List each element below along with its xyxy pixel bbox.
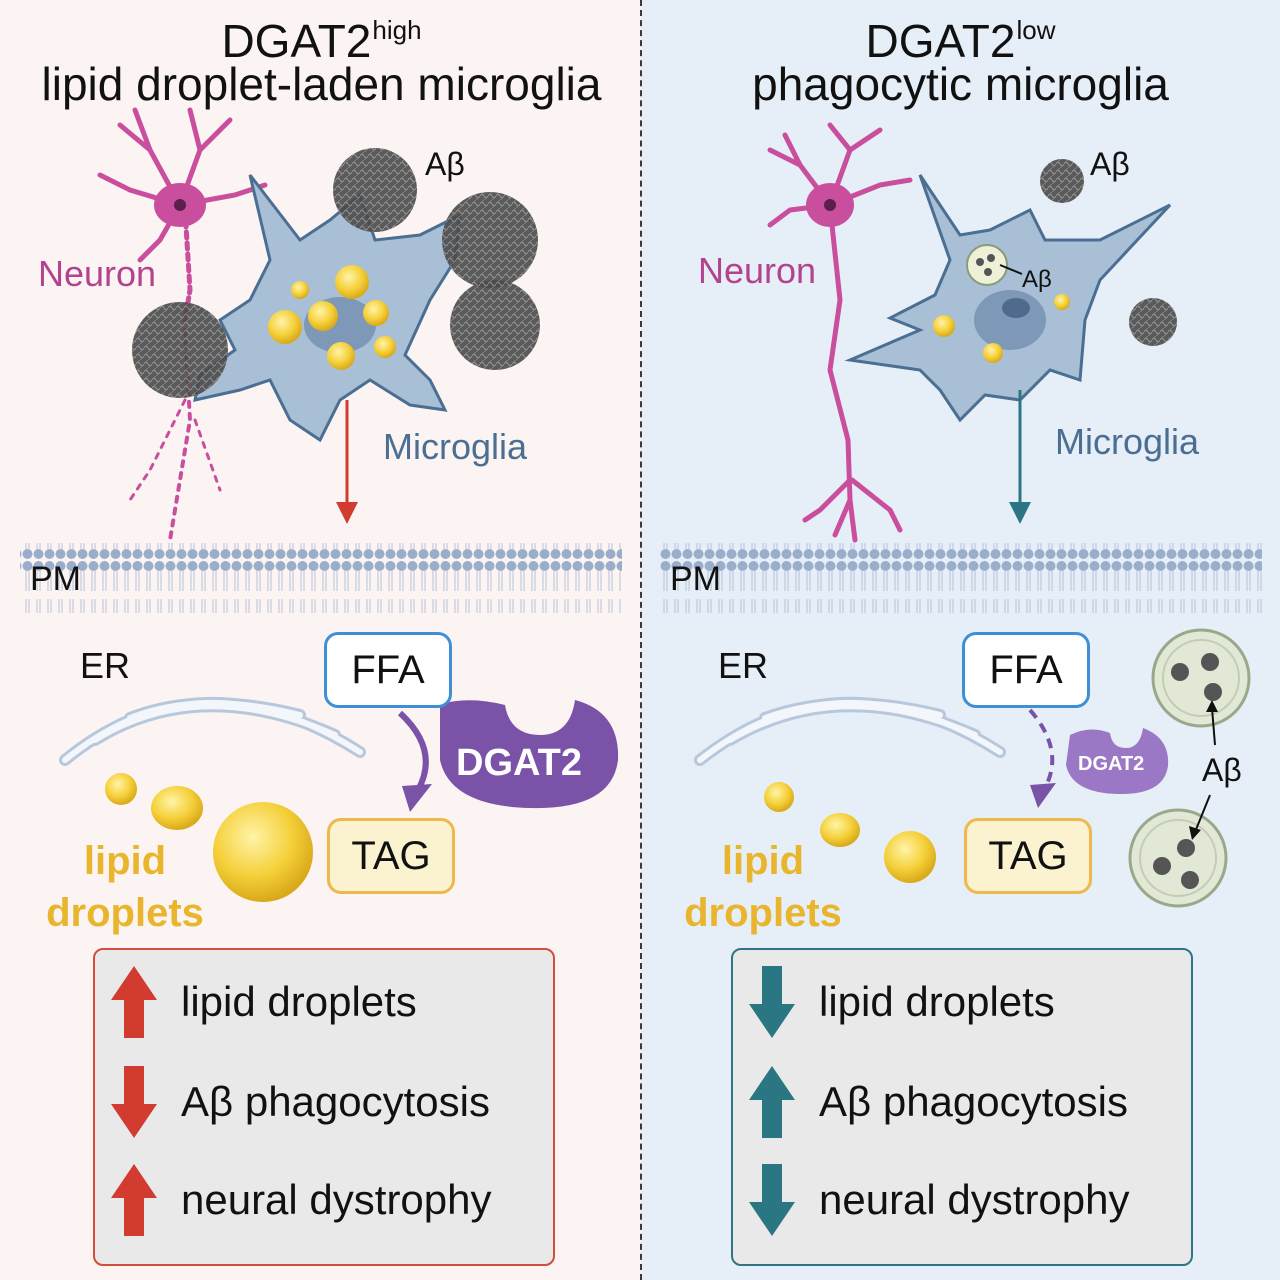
up-arrow-icon: [749, 1066, 795, 1138]
lipid-label-right: lipid droplets: [684, 839, 842, 935]
left-title: DGAT2high: [221, 15, 422, 67]
summary-row-right-2: Aβ phagocytosis: [733, 1058, 1191, 1148]
abeta-vesicle-label-right: Aβ: [1202, 752, 1242, 788]
abeta-label-left: Aβ: [425, 146, 465, 182]
dgat2-label-left: DGAT2: [456, 742, 582, 784]
abeta-plaques-right: [1040, 159, 1177, 346]
plasma-membrane-right: [660, 543, 1262, 613]
summary-row-right-3: neural dystrophy: [733, 1156, 1191, 1246]
summary-row-left-1: lipid droplets: [95, 958, 553, 1048]
summary-row-left-2: Aβ phagocytosis: [95, 1058, 553, 1148]
down-arrow-icon: [749, 966, 795, 1038]
abeta-plaques-left: [132, 148, 540, 398]
lipid-droplets-in-microglia-right: [933, 294, 1070, 363]
ffa-box-right: FFA: [962, 632, 1090, 708]
neuron-label-left: Neuron: [38, 253, 157, 294]
right-subtitle: phagocytic microglia: [752, 58, 1169, 110]
er-label-right: ER: [718, 645, 769, 686]
abeta-vesicles-right: [1128, 628, 1251, 908]
neuron-nucleus-left: [174, 199, 186, 211]
lipid-label-left: lipid droplets: [46, 839, 204, 935]
dgat2-label-right: DGAT2: [1078, 753, 1145, 775]
pm-label-right: PM: [670, 560, 721, 598]
er-right-inner: [697, 699, 1003, 763]
right-title: DGAT2low: [865, 15, 1056, 67]
phagosome-right: [966, 244, 1008, 286]
down-arrow-icon: [749, 1164, 795, 1236]
er-left-inner: [62, 699, 363, 763]
microglia-label-left: Microglia: [383, 426, 528, 467]
ffa-to-tag-arrow-left: [397, 710, 432, 812]
up-arrow-icon: [111, 966, 157, 1038]
plasma-membrane-left: [20, 543, 622, 613]
lipid-droplets-in-microglia-left: [268, 265, 396, 370]
summary-row-right-1: lipid droplets: [733, 958, 1191, 1048]
microglia-label-right: Microglia: [1055, 421, 1200, 462]
neuron-label-right: Neuron: [698, 250, 817, 291]
neuron-nucleus-right: [824, 199, 836, 211]
pm-label-left: PM: [30, 560, 81, 598]
er-label-left: ER: [80, 645, 131, 686]
abeta-label-right: Aβ: [1090, 146, 1130, 182]
lipid-droplets-left: [105, 773, 313, 902]
tag-box-left: TAG: [327, 818, 455, 894]
abeta-inner-label-right: Aβ: [1022, 266, 1052, 293]
dgat2-enzyme-left: [440, 700, 619, 809]
ffa-box-left: FFA: [324, 632, 452, 708]
left-subtitle: lipid droplet-laden microglia: [41, 58, 602, 110]
summary-row-left-3: neural dystrophy: [95, 1156, 553, 1246]
lipid-droplets-right: [764, 782, 936, 883]
down-arrow-icon: [111, 1066, 157, 1138]
red-down-arrow: [336, 400, 358, 524]
summary-box-right: lipid droplets Aβ phagocytosis neural dy…: [731, 948, 1193, 1266]
summary-box-left: lipid droplets Aβ phagocytosis neural dy…: [93, 948, 555, 1266]
teal-down-arrow: [1009, 390, 1031, 524]
dgat2-enzyme-right: [1066, 728, 1169, 795]
tag-box-right: TAG: [964, 818, 1092, 894]
panel-divider: [640, 0, 642, 1280]
up-arrow-icon: [111, 1164, 157, 1236]
ffa-to-tag-arrow-right: [1028, 708, 1056, 808]
